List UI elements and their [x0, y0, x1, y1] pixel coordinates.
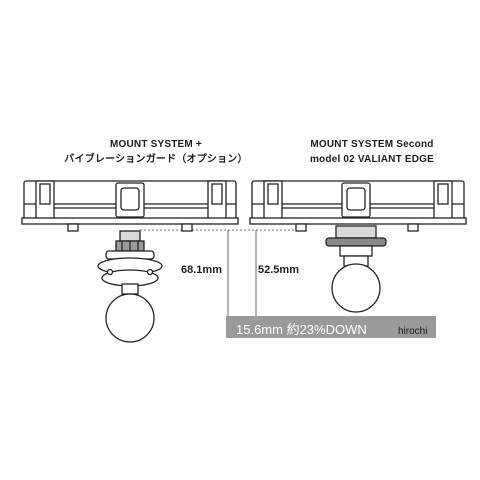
- left-product-title: MOUNT SYSTEM + バイブレーションガード（オプション）: [56, 137, 256, 167]
- reduction-band: [226, 316, 436, 338]
- right-title-line-2: model 02 VALIANT EDGE: [309, 154, 435, 165]
- right-mount-drawing: [249, 180, 467, 313]
- left-holder-frame: [21, 180, 239, 232]
- right-height-dimension: 52.5mm: [258, 264, 299, 276]
- dimension-guides: [140, 229, 300, 317]
- left-vibration-guard: [97, 230, 163, 295]
- right-ball-joint: [331, 263, 381, 313]
- left-title-line-1: MOUNT SYSTEM +: [110, 139, 202, 150]
- right-product-title: MOUNT SYSTEM Second model 02 VALIANT EDG…: [272, 137, 472, 167]
- right-title-line-1: MOUNT SYSTEM Second: [310, 139, 434, 150]
- left-mount-drawing: [21, 180, 239, 343]
- left-title-line-2: バイブレーションガード（オプション）: [64, 154, 248, 165]
- reduction-label: 15.6mm 約23%DOWN: [236, 322, 367, 337]
- right-holder-frame: [249, 180, 467, 232]
- left-height-dimension: 68.1mm: [181, 264, 222, 276]
- left-ball-joint: [105, 293, 155, 343]
- right-base-clamp: [325, 225, 387, 267]
- brand-watermark: hirochi: [398, 326, 428, 337]
